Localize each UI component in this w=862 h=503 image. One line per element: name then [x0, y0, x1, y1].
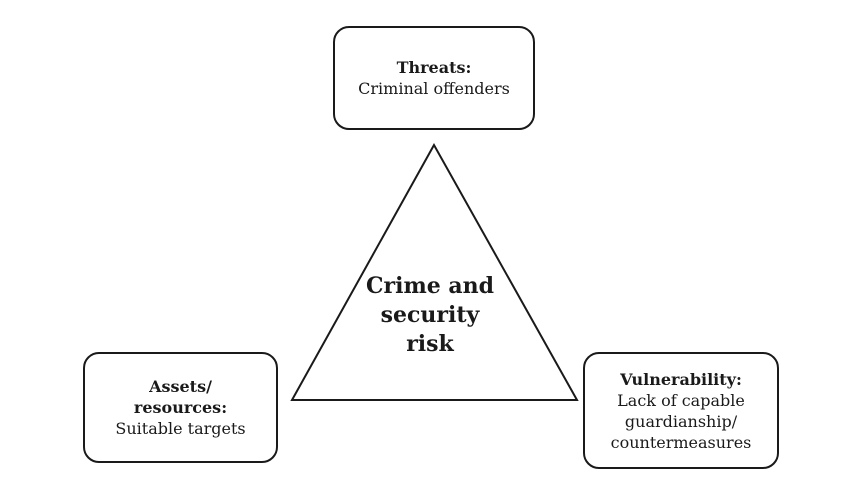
vulnerability-box: Vulnerability: Lack of capable guardians… — [583, 352, 779, 469]
vulnerability-description-line-3: countermeasures — [610, 432, 752, 452]
vulnerability-title: Vulnerability: — [620, 369, 742, 389]
threats-box: Threats: Criminal offenders — [333, 26, 535, 130]
threats-title: Threats: — [396, 58, 472, 77]
triangle-shape — [290, 142, 579, 401]
assets-title-line-2: resources: — [133, 398, 228, 417]
center-label: Crime and security risk — [340, 272, 520, 359]
threats-description: Criminal offenders — [358, 79, 510, 98]
assets-box: Assets/ resources: Suitable targets — [83, 352, 278, 463]
center-label-line-1: Crime and — [365, 273, 495, 299]
assets-description: Suitable targets — [115, 419, 246, 438]
center-label-line-3: risk — [406, 331, 454, 357]
center-label-line-2: security — [380, 302, 480, 328]
vulnerability-description-line-1: Lack of capable — [617, 390, 745, 410]
vulnerability-description-line-2: guardianship/ — [624, 411, 738, 431]
assets-title-line-1: Assets/ — [149, 377, 212, 396]
